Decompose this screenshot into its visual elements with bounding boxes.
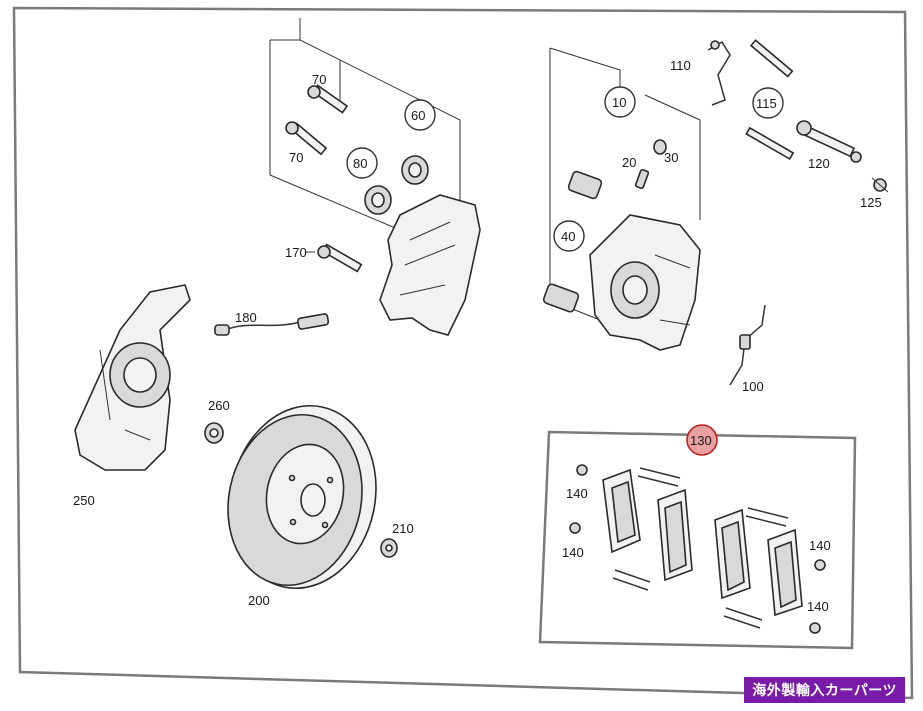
part-labels: 70 70 60 80 170 180 260 250 200 210 110 … [73, 58, 882, 614]
label-180: 180 [235, 310, 257, 325]
splash-shield-250 [74, 284, 191, 471]
label-40: 40 [561, 229, 575, 244]
label-140-b: 140 [562, 545, 584, 560]
bolt-70-upper [307, 84, 349, 114]
bushing-80-a [401, 155, 429, 185]
bushing-80-b [364, 185, 392, 215]
label-130: 130 [690, 433, 712, 448]
callout-circle-115 [752, 87, 784, 119]
label-70-upper: 70 [312, 72, 326, 87]
pad-kit-frame [538, 430, 857, 650]
bolt-170 [305, 243, 363, 273]
watermark-badge: 海外製輸入カーパーツ [744, 677, 905, 703]
brake-disc-200 [227, 404, 377, 590]
piston-40-lower [542, 283, 580, 313]
caliper-group [542, 47, 701, 351]
nut-260 [204, 422, 224, 444]
label-70-lower: 70 [289, 150, 303, 165]
caliper-bracket [379, 194, 481, 336]
label-140-d: 140 [807, 599, 829, 614]
label-110: 110 [670, 58, 691, 73]
label-80: 80 [353, 156, 367, 171]
label-200: 200 [248, 593, 270, 608]
wear-sensor-180 [214, 313, 330, 336]
label-125: 125 [860, 195, 882, 210]
guide-pin-115 [745, 39, 795, 161]
label-170: 170 [285, 245, 307, 260]
clip-110 [707, 40, 731, 106]
wear-sensor-100 [729, 304, 766, 386]
label-210: 210 [392, 521, 414, 536]
label-120: 120 [808, 156, 830, 171]
bolt-125 [871, 177, 889, 193]
label-115: 115 [756, 96, 777, 111]
label-100: 100 [742, 379, 764, 394]
callout-circle-10 [604, 86, 636, 118]
callout-circle-130-highlighted [686, 424, 718, 456]
label-30: 30 [664, 150, 678, 165]
callout-circle-40 [553, 220, 585, 252]
label-260: 260 [208, 398, 230, 413]
callout-circle-60 [404, 99, 436, 131]
callout-circle-80 [346, 147, 378, 179]
bleeder-20 [634, 168, 650, 190]
label-250: 250 [73, 493, 95, 508]
guide-bolt-120 [796, 120, 862, 163]
label-10: 10 [612, 95, 626, 110]
label-20: 20 [622, 155, 636, 170]
cap-30 [653, 139, 667, 155]
brake-pad-kit-box [538, 430, 857, 650]
bolt-70-lower [285, 121, 328, 156]
screw-210 [380, 538, 398, 558]
bracket-group [269, 18, 481, 336]
label-60: 60 [411, 108, 425, 123]
label-140-c: 140 [809, 538, 831, 553]
label-140-a: 140 [566, 486, 588, 501]
piston-40-upper [567, 170, 603, 200]
